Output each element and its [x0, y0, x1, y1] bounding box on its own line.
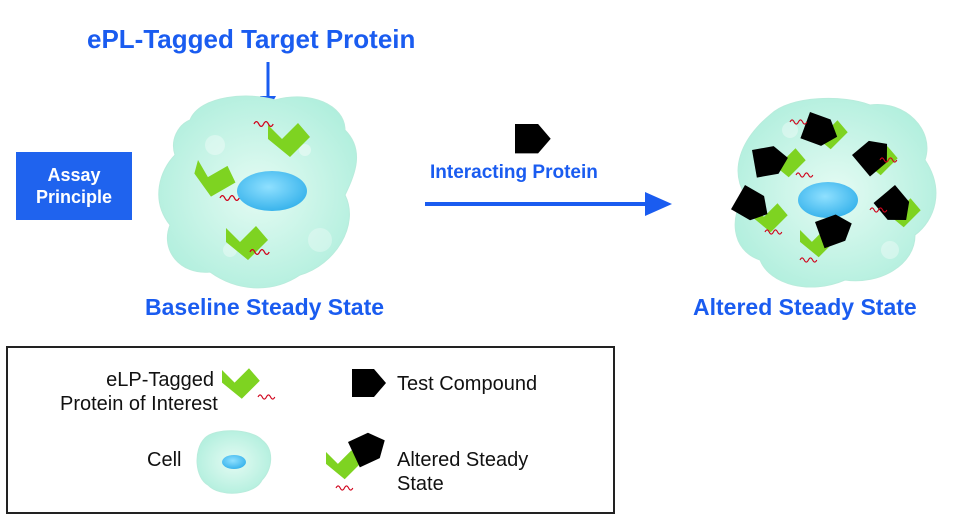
assay-line-2: Principle [35, 187, 113, 207]
interacting-protein-label: Interacting Protein [430, 162, 598, 183]
nucleus [237, 171, 307, 211]
legend-altered-line-2: State [397, 473, 444, 495]
altered-state-label: Altered Steady State [693, 294, 917, 320]
interacting-compound-icon [515, 124, 551, 154]
baseline-state-label: Baseline Steady State [145, 294, 385, 320]
legend-protein-line-2: Protein of Interest [60, 393, 218, 415]
legend-protein-line-1: eLP-Tagged [106, 369, 214, 391]
transition-arrow [425, 192, 672, 216]
legend-cell-label: Cell [147, 449, 182, 471]
nucleus [798, 182, 858, 218]
legend-compound-label: Test Compound [397, 373, 538, 395]
legend-protein-label: eLP-Tagged Protein of Interest [60, 368, 218, 416]
assay-principle-badge: Assay Principle [16, 152, 132, 220]
baseline-cell [158, 95, 358, 289]
legend-altered-line-1: Altered Steady [397, 449, 529, 471]
assay-line-1: Assay [47, 165, 101, 185]
legend-box [6, 346, 615, 514]
legend-altered-label: Altered Steady State [397, 448, 528, 496]
legend-cell-icon [196, 430, 272, 494]
target-protein-label: ePL-Tagged Target Protein [87, 24, 416, 54]
